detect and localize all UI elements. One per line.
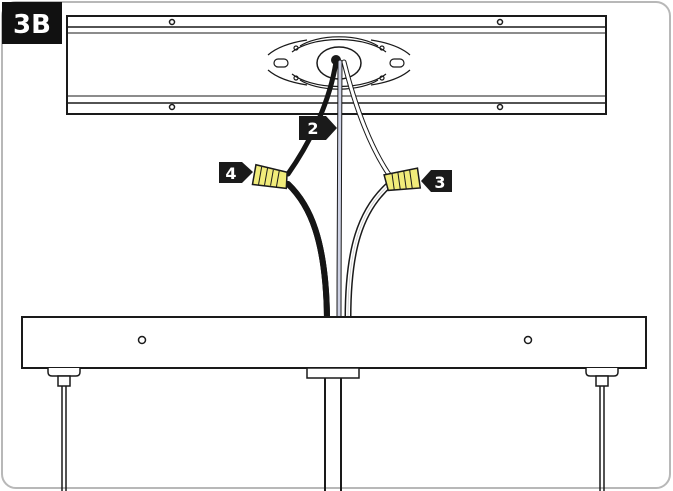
black-wire-lower-inner [285,181,330,321]
step-badge-label: 3B [13,10,51,40]
suspension-center [306,367,360,491]
suspension-right [585,368,619,491]
callout-2-label: 2 [307,119,318,138]
suspension-left [47,368,81,491]
wire-nut-left [251,163,288,190]
ground-wire-core [337,60,342,320]
wire-nut-right [383,167,422,192]
callout-2: 2 [299,116,337,140]
callout-3-label: 3 [434,173,445,192]
callout-4: 4 [219,162,253,183]
fixture-screw [523,335,533,345]
bracket-hole [496,18,504,26]
bracket-knockout-pattern [267,36,411,90]
callout-4-label: 4 [225,164,236,183]
white-wire-upper-core [342,60,392,178]
fixture-bar [21,316,647,369]
bracket-hole [168,18,176,26]
step-badge-bg [2,2,62,44]
bracket-hole [168,103,176,111]
bracket-body [66,15,607,115]
fixture-screw [137,335,147,345]
wires [285,59,394,322]
fixture-bar-body [21,316,647,369]
callout-3: 3 [421,170,452,192]
mounting-bracket [66,15,607,115]
step-badge: 3B [2,2,62,44]
white-wire-lower-core-2 [347,183,391,319]
bracket-hole [496,103,504,111]
